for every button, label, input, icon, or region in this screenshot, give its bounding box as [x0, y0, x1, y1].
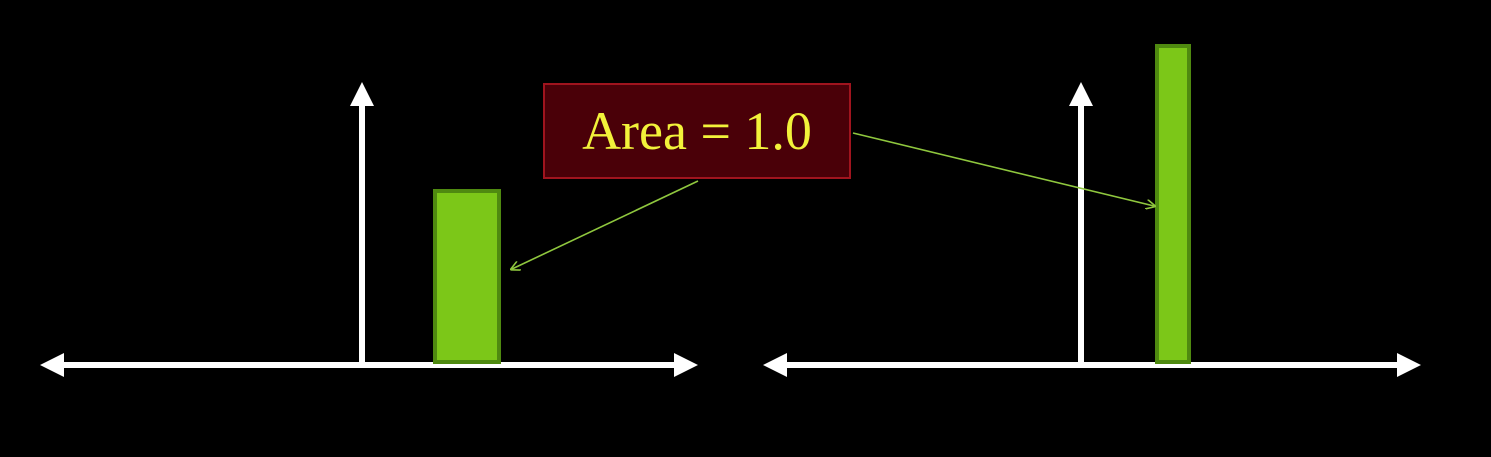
- left-bar: [433, 189, 501, 364]
- left-x-axis-left-arrowhead: [40, 353, 64, 377]
- right-bar: [1155, 44, 1191, 364]
- left-y-axis-arrowhead: [350, 82, 374, 106]
- pointer-arrow-left: [512, 180, 699, 269]
- right-x-axis-right-arrowhead: [1397, 353, 1421, 377]
- area-callout-box: Area = 1.0: [543, 83, 851, 179]
- left-panel: [40, 82, 698, 377]
- pointer-arrow-right: [852, 132, 1154, 206]
- right-y-axis-arrowhead: [1069, 82, 1093, 106]
- left-x-axis-right-arrowhead: [674, 353, 698, 377]
- right-panel: [763, 44, 1421, 377]
- right-x-axis-left-arrowhead: [763, 353, 787, 377]
- area-callout-label: Area = 1.0: [582, 101, 812, 161]
